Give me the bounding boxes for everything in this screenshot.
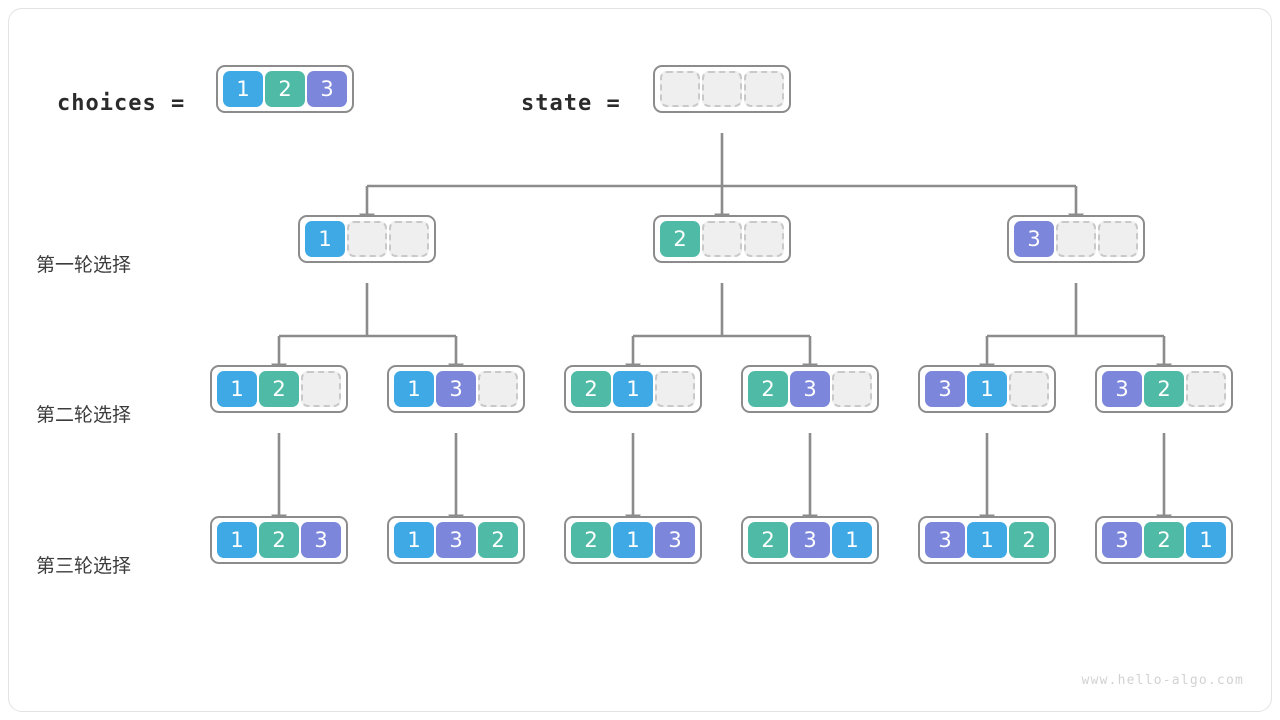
state-label: state = <box>521 91 621 116</box>
array-cell-empty <box>655 371 695 407</box>
array-cell: 3 <box>1014 221 1054 257</box>
array-cell: 2 <box>265 71 305 107</box>
level1-node-3[interactable]: 3 <box>1007 215 1145 263</box>
array-cell-empty <box>1009 371 1049 407</box>
array-cell: 2 <box>660 221 700 257</box>
row-label-round-2: 第二轮选择 <box>36 404 132 426</box>
array-cell-empty <box>702 71 742 107</box>
array-cell: 2 <box>571 522 611 558</box>
array-cell: 1 <box>832 522 872 558</box>
array-cell: 1 <box>967 522 1007 558</box>
array-cell-empty <box>478 371 518 407</box>
state-array[interactable] <box>653 65 791 113</box>
array-cell-empty <box>301 371 341 407</box>
array-cell: 1 <box>394 371 434 407</box>
array-cell: 2 <box>259 371 299 407</box>
array-cell-empty <box>389 221 429 257</box>
array-cell: 2 <box>478 522 518 558</box>
array-cell: 1 <box>613 371 653 407</box>
array-cell: 2 <box>748 371 788 407</box>
level1-node-1[interactable]: 1 <box>298 215 436 263</box>
array-cell: 2 <box>259 522 299 558</box>
array-cell: 3 <box>925 371 965 407</box>
array-cell-empty <box>660 71 700 107</box>
array-cell: 1 <box>394 522 434 558</box>
array-cell: 1 <box>217 371 257 407</box>
row-label-round-3: 第三轮选择 <box>36 555 132 577</box>
array-cell-empty <box>347 221 387 257</box>
array-cell-empty <box>744 221 784 257</box>
array-cell-empty <box>702 221 742 257</box>
array-cell: 1 <box>305 221 345 257</box>
array-cell-empty <box>832 371 872 407</box>
array-cell: 1 <box>613 522 653 558</box>
array-cell: 2 <box>1144 371 1184 407</box>
array-cell: 1 <box>1186 522 1226 558</box>
array-cell: 3 <box>1102 371 1142 407</box>
array-cell: 1 <box>223 71 263 107</box>
array-cell: 2 <box>571 371 611 407</box>
array-cell: 3 <box>307 71 347 107</box>
array-cell-empty <box>1056 221 1096 257</box>
array-cell: 1 <box>217 522 257 558</box>
array-cell-empty <box>1098 221 1138 257</box>
row-label-round-1: 第一轮选择 <box>36 254 132 276</box>
watermark: www.hello-algo.com <box>1081 673 1244 688</box>
array-cell: 3 <box>1102 522 1142 558</box>
array-cell: 2 <box>1144 522 1184 558</box>
level1-node-2[interactable]: 2 <box>653 215 791 263</box>
array-cell: 3 <box>790 522 830 558</box>
choices-label: choices = <box>57 91 186 116</box>
array-cell: 3 <box>436 522 476 558</box>
array-cell: 2 <box>1009 522 1049 558</box>
array-cell-empty <box>1186 371 1226 407</box>
array-cell: 3 <box>301 522 341 558</box>
array-cell: 3 <box>655 522 695 558</box>
array-cell: 1 <box>967 371 1007 407</box>
array-cell: 3 <box>790 371 830 407</box>
array-cell: 3 <box>436 371 476 407</box>
diagram-frame <box>8 8 1272 712</box>
array-cell: 2 <box>748 522 788 558</box>
array-cell: 3 <box>925 522 965 558</box>
array-cell-empty <box>744 71 784 107</box>
